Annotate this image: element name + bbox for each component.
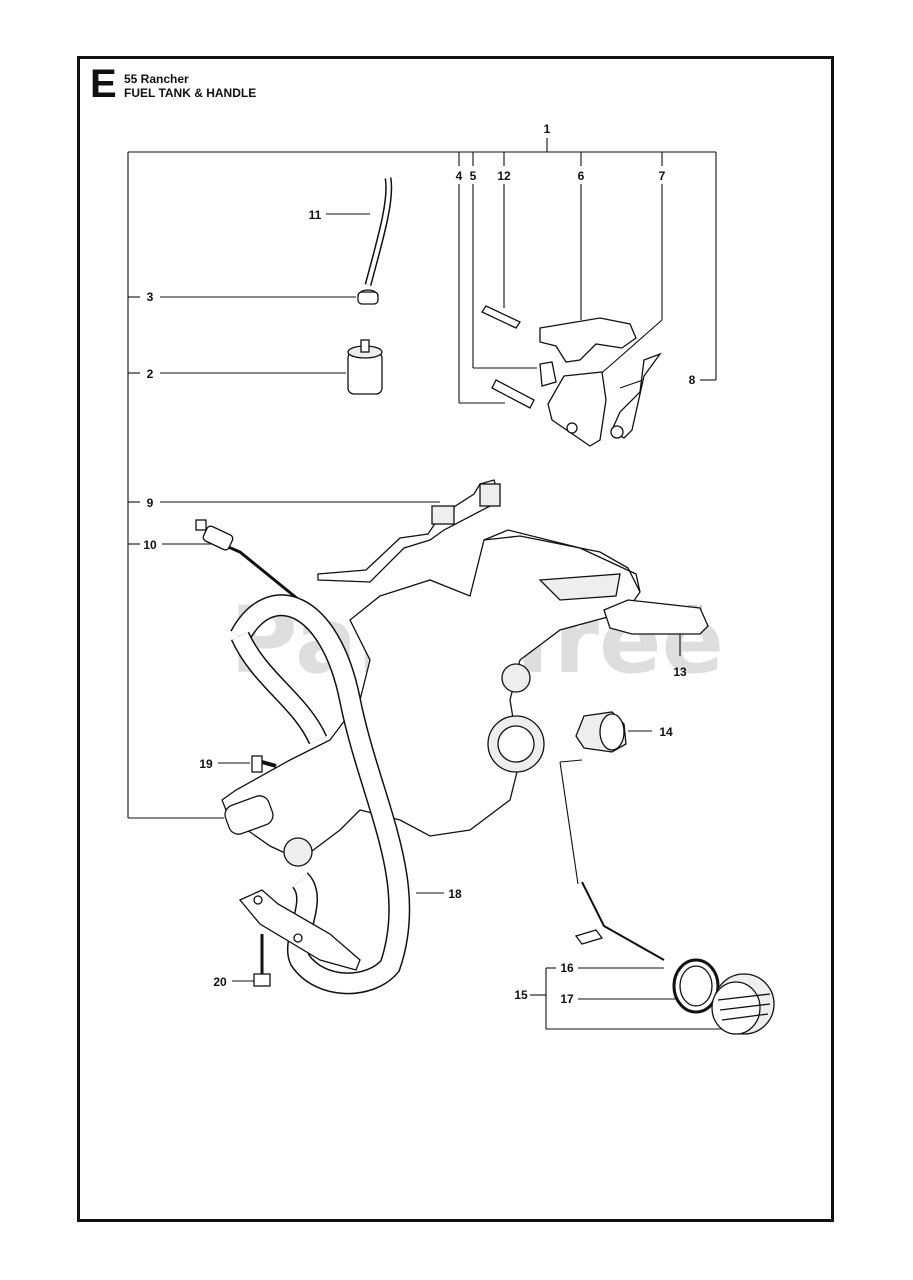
diagram-frame <box>77 56 834 1222</box>
callout-18: 18 <box>448 887 462 901</box>
section-title: FUEL TANK & HANDLE <box>124 86 257 100</box>
callout-8: 8 <box>689 373 696 387</box>
parts-artwork <box>195 177 775 1035</box>
callout-12: 12 <box>497 169 511 183</box>
callout-14: 14 <box>659 725 673 739</box>
callout-4: 4 <box>456 169 463 183</box>
callout-15: 15 <box>514 988 528 1002</box>
section-letter: E <box>90 62 117 106</box>
callout-9: 9 <box>147 496 154 510</box>
callout-labels: 1 4 5 12 6 7 11 3 2 8 9 10 13 14 19 18 1… <box>143 122 695 1006</box>
model-name: 55 Rancher <box>124 72 189 86</box>
leader-lines <box>127 138 730 1030</box>
callout-16: 16 <box>560 961 574 975</box>
callout-19: 19 <box>199 757 213 771</box>
callout-5: 5 <box>470 169 477 183</box>
callout-20: 20 <box>213 975 227 989</box>
callout-13: 13 <box>673 665 687 679</box>
callout-7: 7 <box>659 169 666 183</box>
callout-10: 10 <box>143 538 157 552</box>
callout-6: 6 <box>578 169 585 183</box>
callout-17: 17 <box>560 992 574 1006</box>
callout-1: 1 <box>544 122 551 136</box>
callout-11: 11 <box>309 208 322 222</box>
title-block: 55 Rancher FUEL TANK & HANDLE <box>124 72 256 100</box>
callout-3: 3 <box>147 290 154 304</box>
callout-2: 2 <box>147 367 154 381</box>
